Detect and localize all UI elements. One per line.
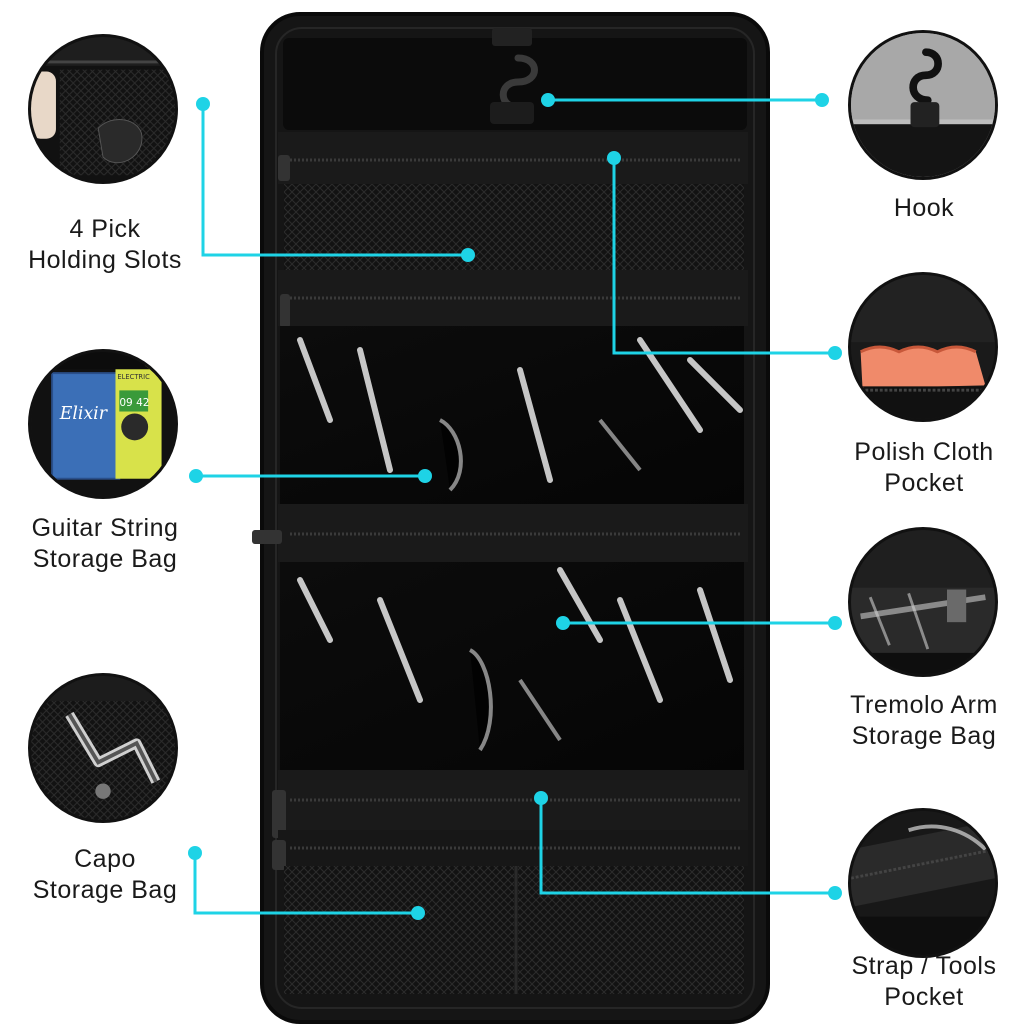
- strap-pocket-icon: [848, 808, 998, 958]
- string-packs-icon: Elixir 09 42 ELECTRIC: [28, 349, 178, 499]
- label-polish-cloth-pocket: Polish Cloth Pocket: [854, 438, 994, 497]
- label-guitar-string-storage-bag: Guitar String Storage Bag: [31, 514, 179, 573]
- capo-mesh-pocket: [284, 866, 514, 994]
- pick-mesh-pocket: [284, 184, 744, 270]
- connector-pick-slots: [201, 104, 468, 257]
- tremolo-clear-pocket: [280, 562, 744, 770]
- hanging-hook-icon: [848, 30, 998, 180]
- label-tremolo-arm-storage-bag: Tremolo Arm Storage Bag: [850, 691, 998, 750]
- connector-polish-cloth: [612, 158, 835, 355]
- string-pack-gauge: 09 42: [119, 397, 149, 409]
- string-pack-second-brand: ELECTRIC: [117, 373, 150, 381]
- label-hook: Hook: [893, 194, 955, 222]
- connector-strap-tools: [539, 798, 835, 895]
- label-pick-holding-slots: 4 Pick Holding Slots: [28, 215, 182, 274]
- strap-tools-mesh-pocket: [518, 866, 744, 994]
- label-strap-tools-pocket: Strap / Tools Pocket: [851, 952, 997, 1011]
- mesh-pocket-picks-icon: [28, 34, 178, 184]
- capo-in-mesh-icon: [28, 673, 178, 823]
- string-clear-pocket: [280, 326, 744, 504]
- label-capo-storage-bag: Capo Storage Bag: [32, 845, 178, 904]
- connector-capo: [193, 853, 418, 915]
- string-pack-brand: Elixir: [59, 404, 109, 424]
- polish-cloth-icon: [848, 272, 998, 422]
- tremolo-arm-icon: [848, 527, 998, 677]
